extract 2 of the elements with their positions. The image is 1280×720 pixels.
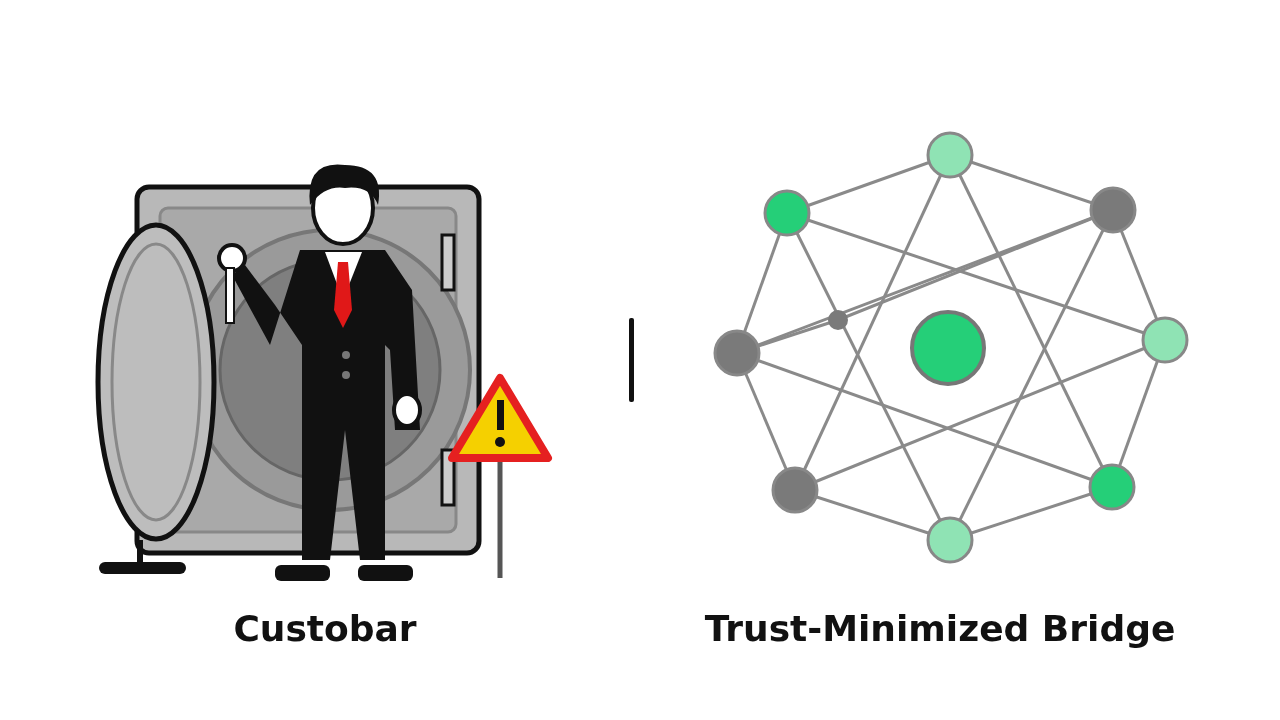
caption: Trust-Minimized Bridge [703,608,1177,649]
caption: Custobar [232,608,418,649]
